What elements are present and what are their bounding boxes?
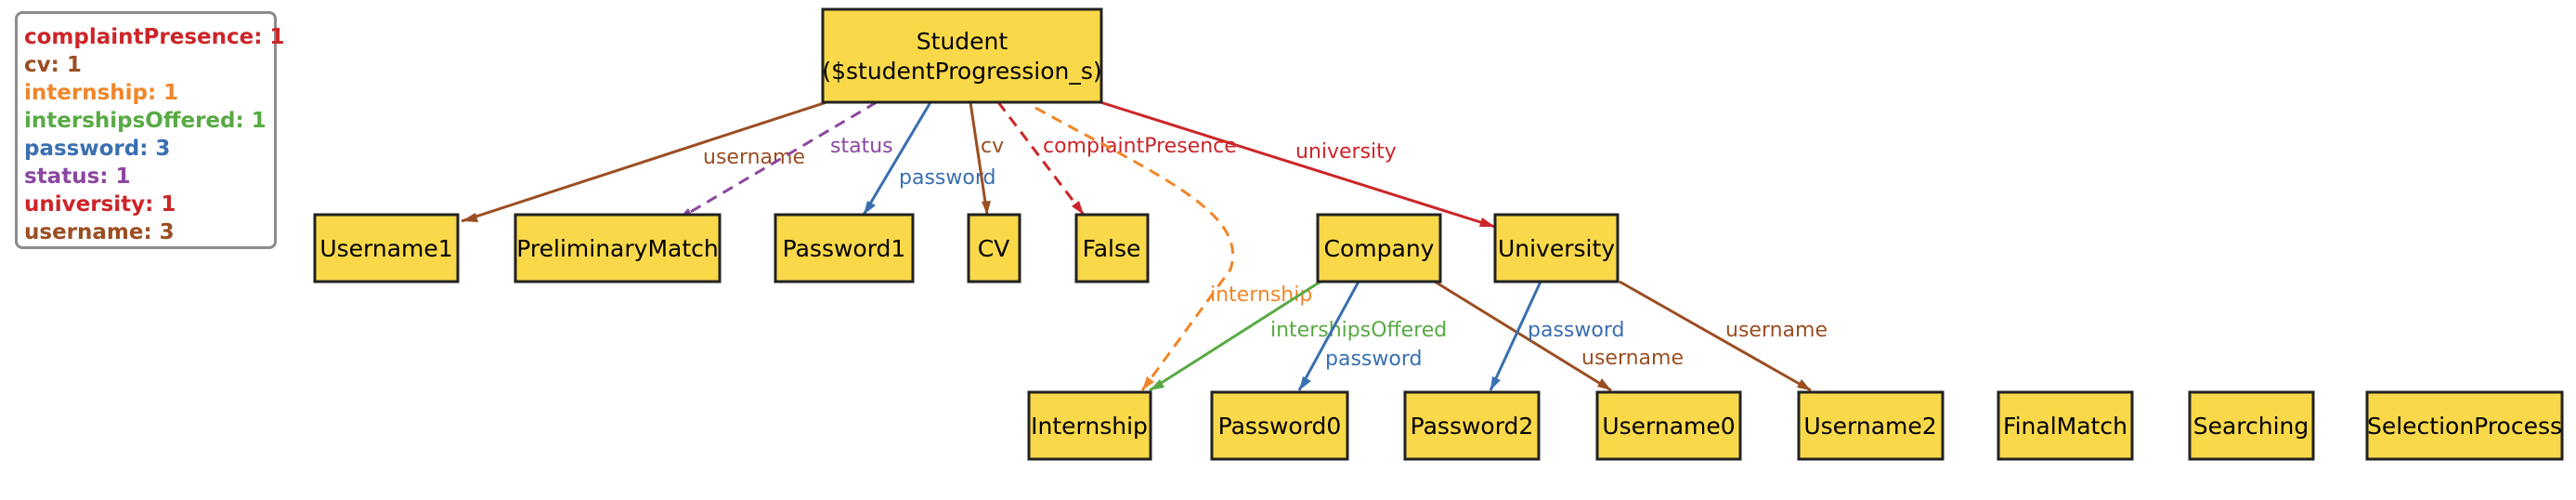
edge-label-university-username: username	[1725, 319, 1828, 342]
node-password2-label: Password2	[1411, 413, 1534, 440]
edge-company-internship	[1149, 280, 1321, 392]
edge-label-university-password: password	[1528, 319, 1624, 342]
node-cv-label: CV	[978, 235, 1010, 262]
arrowhead-username0	[1597, 378, 1611, 390]
edge-university-username2	[1619, 280, 1812, 392]
node-student[interactable]: Student ($studentProgression_s)	[821, 7, 1103, 104]
node-false-label: False	[1083, 235, 1141, 262]
node-username2[interactable]: Username2	[1797, 390, 1945, 461]
arrowhead-university	[1479, 217, 1495, 227]
edge-student-false	[996, 101, 1086, 216]
node-student-title: Student	[917, 28, 1008, 55]
edge-university-password2	[1489, 281, 1542, 391]
edge-company-username0	[1434, 280, 1612, 392]
arrowhead-cv	[982, 201, 991, 215]
edge-label-university: university	[1295, 140, 1397, 164]
legend-item-cv: cv: 1	[24, 53, 82, 77]
node-finalmatch-label: FinalMatch	[2003, 413, 2127, 440]
node-preliminarymatch-label: PreliminaryMatch	[516, 235, 718, 262]
node-password1-label: Password1	[783, 235, 906, 262]
legend-item-internship: internship: 1	[24, 81, 179, 105]
node-finalmatch[interactable]: FinalMatch	[1997, 390, 2134, 461]
node-internship[interactable]: Internship	[1027, 390, 1152, 461]
node-company[interactable]: Company	[1316, 213, 1442, 283]
edge-label-company-password: password	[1325, 348, 1422, 371]
node-password1[interactable]: Password1	[774, 213, 915, 283]
node-company-label: Company	[1324, 235, 1435, 262]
node-university-label: University	[1498, 235, 1615, 262]
edge-student-cv	[969, 101, 989, 216]
edge-student-password1	[862, 101, 932, 216]
edge-label-internship: internship	[1210, 283, 1312, 307]
legend: complaintPresence: 1 cv: 1 internship: 1…	[15, 11, 285, 249]
arrowhead-password0	[1299, 376, 1311, 390]
node-searching-label: Searching	[2193, 413, 2309, 440]
node-searching[interactable]: Searching	[2188, 390, 2315, 461]
node-preliminarymatch[interactable]: PreliminaryMatch	[514, 213, 722, 283]
arrowhead-username1	[462, 213, 478, 222]
edge-student-preliminarymatch	[677, 100, 878, 221]
node-username0[interactable]: Username0	[1595, 390, 1742, 461]
node-cv[interactable]: CV	[967, 213, 1021, 283]
edge-label-cv: cv	[981, 135, 1004, 158]
edge-label-username: username	[703, 146, 805, 169]
edge-student-username1	[461, 100, 827, 223]
edge-label-status: status	[830, 135, 893, 158]
legend-item-complaintpresence: complaintPresence: 1	[24, 25, 285, 49]
edge-label-complaintpresence: complaintPresence	[1043, 135, 1237, 158]
legend-item-status: status: 1	[24, 164, 131, 189]
legend-item-university: university: 1	[24, 192, 176, 217]
node-password2[interactable]: Password2	[1403, 390, 1541, 461]
edges: username status password cv complaintPre…	[461, 100, 1828, 392]
arrowhead-internship-green	[1150, 379, 1164, 390]
nodes: Student ($studentProgression_s) Username…	[313, 7, 2564, 461]
node-username1[interactable]: Username1	[313, 213, 460, 283]
legend-item-username: username: 3	[24, 220, 175, 244]
node-internship-label: Internship	[1031, 413, 1148, 440]
edge-student-internship	[1034, 106, 1235, 391]
node-password0-label: Password0	[1218, 413, 1342, 440]
arrowhead-false	[1072, 201, 1084, 215]
arrowhead-password1	[864, 201, 876, 215]
node-false[interactable]: False	[1074, 213, 1150, 283]
node-student-subtitle: ($studentProgression_s)	[822, 58, 1101, 85]
legend-item-intershipsoffered: intershipsOffered: 1	[24, 109, 267, 133]
edge-label-company-username: username	[1581, 347, 1684, 370]
node-username2-label: Username2	[1803, 413, 1936, 440]
edge-label-intershipsoffered: intershipsOffered	[1270, 319, 1447, 342]
node-username0-label: Username0	[1602, 413, 1735, 440]
arrowhead-username2	[1797, 379, 1811, 390]
node-university[interactable]: University	[1493, 213, 1620, 283]
arrowhead-password2	[1490, 376, 1501, 390]
node-username1-label: Username1	[319, 235, 452, 262]
node-password0[interactable]: Password0	[1210, 390, 1349, 461]
edge-student-university	[1099, 100, 1496, 229]
arrowhead-internship	[1142, 376, 1154, 390]
edge-company-password0	[1297, 281, 1360, 391]
node-selectionprocess-label: SelectionProcess	[2367, 413, 2562, 440]
node-selectionprocess[interactable]: SelectionProcess	[2365, 390, 2564, 461]
legend-item-password: password: 3	[24, 137, 171, 161]
